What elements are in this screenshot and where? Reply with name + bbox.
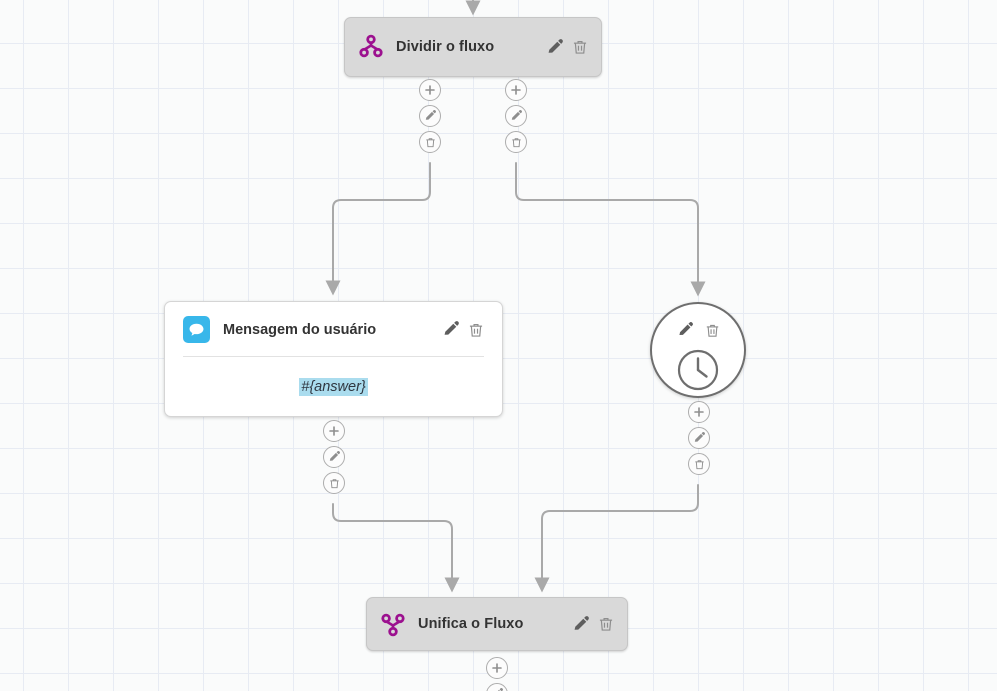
node-actions (556, 615, 614, 633)
connector-stack-split-right[interactable] (505, 79, 527, 153)
trash-icon[interactable] (572, 39, 588, 55)
edit-connection-button[interactable] (688, 427, 710, 449)
node-actions (652, 322, 744, 338)
edge-split-to-delay (515, 162, 706, 297)
edge-message-to-merge (332, 503, 460, 593)
delete-connection-button[interactable] (323, 472, 345, 494)
node-unifica-o-fluxo[interactable]: Unifica o Fluxo (366, 597, 628, 651)
edit-icon[interactable] (572, 615, 589, 633)
edit-connection-button[interactable] (323, 446, 345, 468)
edit-icon[interactable] (677, 322, 693, 338)
delete-connection-button[interactable] (419, 131, 441, 153)
node-header: Mensagem do usuário (165, 302, 502, 343)
add-node-button[interactable] (505, 79, 527, 101)
trash-icon[interactable] (705, 322, 720, 338)
node-title: Unifica o Fluxo (418, 616, 524, 632)
add-node-button[interactable] (486, 657, 508, 679)
node-title: Dividir o fluxo (396, 39, 495, 55)
connector-stack-merge[interactable] (486, 657, 508, 691)
connector-stack-delay[interactable] (688, 401, 710, 475)
node-actions (426, 321, 484, 338)
edit-icon[interactable] (546, 38, 563, 56)
edge-split-to-message (325, 162, 431, 296)
edit-connection-button[interactable] (486, 683, 508, 691)
edit-connection-button[interactable] (419, 105, 441, 127)
edge-delay-to-merge (534, 484, 699, 593)
node-actions (530, 38, 588, 56)
add-node-button[interactable] (688, 401, 710, 423)
node-body: #{answer} (165, 357, 502, 416)
add-node-button[interactable] (419, 79, 441, 101)
edit-icon[interactable] (442, 321, 459, 338)
divider (183, 356, 484, 357)
variable-token: #{answer} (299, 377, 368, 396)
node-header: Unifica o Fluxo (367, 598, 627, 650)
trash-icon[interactable] (598, 616, 614, 632)
delete-connection-button[interactable] (505, 131, 527, 153)
node-mensagem-do-usuario[interactable]: Mensagem do usuário (164, 301, 503, 417)
flow-split-icon (358, 34, 384, 60)
connector-stack-message[interactable] (323, 420, 345, 494)
chat-bubble-icon (183, 316, 210, 343)
node-title: Mensagem do usuário (223, 321, 377, 338)
trash-icon[interactable] (468, 322, 484, 338)
edit-connection-button[interactable] (505, 105, 527, 127)
flow-merge-icon (380, 611, 406, 637)
add-node-button[interactable] (323, 420, 345, 442)
node-delay[interactable] (650, 302, 746, 398)
clock-icon (652, 348, 744, 392)
connector-stack-split-left[interactable] (419, 79, 441, 153)
delete-connection-button[interactable] (688, 453, 710, 475)
node-header: Dividir o fluxo (345, 18, 601, 76)
node-dividir-o-fluxo[interactable]: Dividir o fluxo (344, 17, 602, 77)
